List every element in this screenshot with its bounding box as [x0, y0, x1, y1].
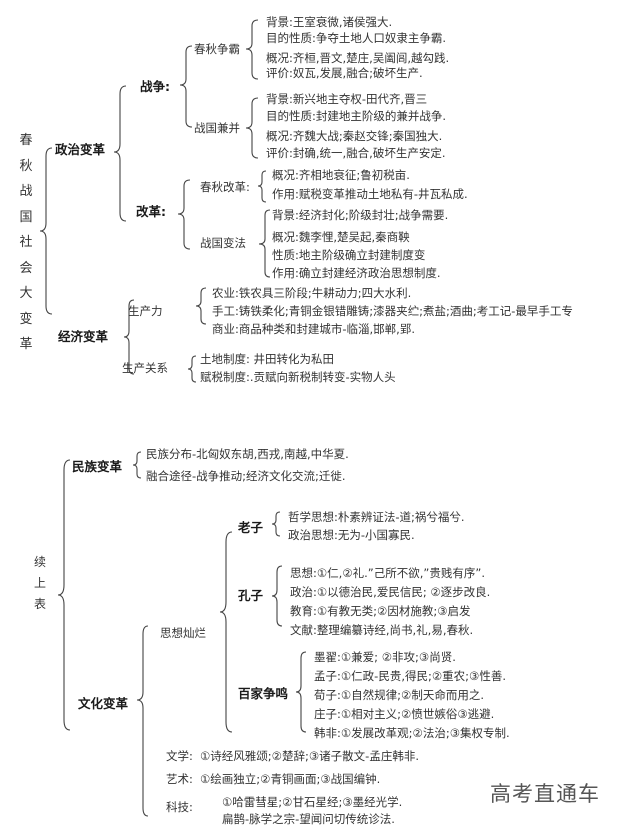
baijia-item: 孟子:①仁政-民贵,得民;②重农;③性善.: [314, 669, 507, 683]
science-line: ①哈雷彗星;②甘石星经;③墨经光学.: [222, 795, 403, 809]
chunqiu-war-item: 背景:王室衰微,诸侯强大.: [266, 15, 393, 29]
ethnic-reform-label: 民族变革: [72, 459, 123, 474]
kongzi-label: 孔子: [238, 588, 264, 603]
thought-label: 思想灿烂: [160, 626, 206, 640]
zhanguo-reform-label: 战国变法: [200, 236, 246, 250]
laozi-item: 哲学思想:朴素辨证法-道;祸兮福兮.: [288, 510, 465, 524]
brace-chunqiu-war: [245, 19, 259, 80]
brace-culture: [136, 625, 149, 817]
art-label: 艺术:: [166, 772, 193, 786]
zhanguo-reform-item: 概况:魏李悝,楚吴起,秦商鞅: [272, 230, 410, 244]
brace-productivity: [195, 287, 207, 325]
brace-laozi: [271, 511, 281, 537]
chunqiu-war-item: 目的性质:争夺土地人口奴隶主争霸.: [266, 31, 447, 45]
root-title-part2: 续上表: [33, 555, 46, 611]
brace-chunqiu-reform: [257, 170, 267, 203]
zhanguo-reform-item: 背景:经济封化;阶级封壮;战争需要.: [272, 208, 449, 222]
relations-item: 土地制度: 井田转化为私田: [200, 352, 335, 366]
zhanguo-war-item: 目的性质:封建地主阶级的兼并战争.: [266, 109, 447, 123]
brace-root-part2: [57, 459, 71, 731]
zhanguo-reform-item: 作用:确立封建经济政治思想制度.: [272, 266, 441, 280]
relations-label: 生产关系: [122, 361, 168, 375]
political-reform-label: 政治变革: [55, 142, 106, 157]
brace-reform: [177, 179, 191, 250]
zhanguo-war-label: 战国兼并: [194, 121, 240, 135]
baijia-item: 庄子:①相对主义;②愤世嫉俗③逃避.: [314, 707, 495, 721]
zhanguo-war-item: 概况:齐魏大战;秦赵交锋;秦国独大.: [266, 129, 443, 143]
brace-zhanguo-war: [245, 97, 259, 159]
zhanguo-reform-item: 性质:地主阶级确立封建制度变: [272, 248, 426, 262]
productivity-item: 农业:铁农具三阶段;牛耕动力;四大水利.: [212, 286, 412, 300]
chunqiu-war-item: 概况:齐桓,晋文,楚庄,吴阖闾,越勾践.: [266, 51, 450, 65]
chunqiu-war-label: 春秋争霸: [194, 42, 240, 56]
literature-label: 文学:: [166, 749, 193, 763]
kongzi-item: 文献:整理编纂诗经,尚书,礼,易,春秋.: [290, 623, 474, 637]
brace-zhanguo-reform: [258, 209, 271, 278]
literature-text: ①诗经风雅颂;②楚辞;③诸子散文-孟庄韩非.: [200, 749, 419, 763]
watermark: 高考直通车: [490, 782, 600, 806]
art-text: ①绘画独立;②青铜画面;③战国编钟.: [200, 772, 381, 786]
laozi-item: 政治思想:无为-小国寡民.: [288, 528, 415, 542]
zhanguo-war-item: 评价:封确,统一,融合,破坏生产安定.: [266, 146, 446, 160]
brace-thought: [219, 531, 233, 733]
economic-reform-label: 经济变革: [58, 329, 109, 344]
laozi-label: 老子: [238, 520, 264, 535]
brace-kongzi: [271, 565, 283, 627]
science-label: 科技:: [166, 800, 193, 814]
kongzi-item: 思想:①仁,②礼.”己所不欲,”贵贱有序”.: [290, 566, 485, 580]
kongzi-item: 政治:①以德治民,爱民信民; ②逐步改良.: [290, 585, 491, 599]
zhanguo-war-item: 背景:新兴地主夺权-田代齐,晋三: [266, 92, 428, 106]
baijia-item: 韩非:①发展改革观;②法治;③集权专制.: [314, 726, 510, 740]
science-line: 扁鹊-脉学之宗-望闻问切传统诊法.: [222, 812, 395, 826]
root-title-part1: 春秋战国社会大变革: [19, 133, 33, 352]
war-label: 战争:: [140, 79, 170, 94]
brace-ethnic: [132, 451, 142, 479]
ethnic-item: 民族分布-北匈奴东胡,西戎,南越,中华夏.: [146, 447, 349, 461]
brace-political: [113, 85, 127, 222]
brace-war: [179, 45, 193, 128]
brace-relations: [187, 355, 197, 383]
productivity-item: 商业:商品种类和封建城市-临淄,邯郸,郢.: [212, 322, 415, 336]
brace-baijia: [295, 651, 307, 733]
culture-reform-label: 文化变革: [78, 696, 129, 711]
brace-root-part1: [39, 147, 53, 315]
reform-label: 改革:: [136, 204, 166, 219]
productivity-item: 手工:铸铁柔化;青铜金银错雕铸;漆器夹纻;煮盐;酒曲;考工记-最早手工专: [212, 304, 573, 318]
chunqiu-reform-item: 概况:齐相地衰征;鲁初税亩.: [272, 168, 410, 182]
chunqiu-war-item: 评价:奴瓦,发展,融合;破坏生产.: [266, 66, 423, 80]
baijia-item: 荀子:①自然规律;②制天命而用之.: [314, 688, 485, 702]
ethnic-item: 融合途径-战争推动;经济文化交流;迁徙.: [146, 469, 346, 483]
kongzi-item: 教育:①有教无类;②因材施教;③启发: [290, 604, 471, 618]
baijia-label: 百家争鸣: [238, 686, 289, 701]
chunqiu-reform-item: 作用:赋税变革推动土地私有-井瓦私成.: [272, 187, 468, 201]
baijia-item: 墨翟:①兼爱; ②非攻;③尚贤.: [314, 650, 456, 664]
relations-item: 赋税制度:.贡赋向新税制转变-实物人头: [200, 370, 396, 384]
chunqiu-reform-label: 春秋改革:: [200, 180, 250, 194]
productivity-label: 生产力: [128, 304, 163, 318]
